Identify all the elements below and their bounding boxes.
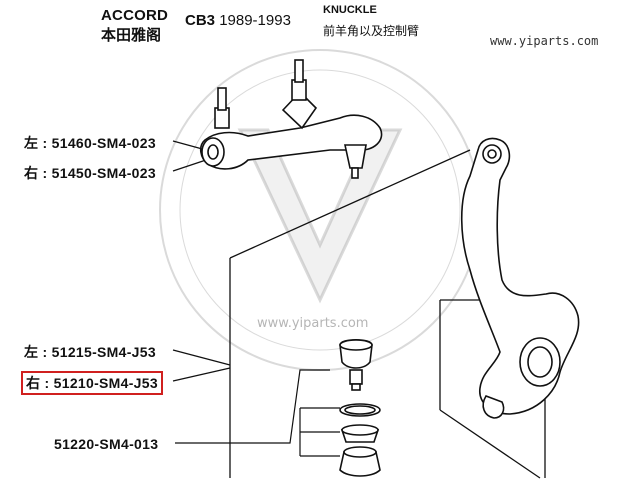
dust-cover [339,446,381,477]
model-name-cn: 本田雅阁 [101,27,162,44]
part-label-ball-joint-left[interactable]: 左 : 51215-SM4-J53 [24,344,156,360]
watermark-text: www.yiparts.com [257,316,369,331]
years: 1989-1993 [219,12,291,29]
boot-seal [340,424,380,443]
part-label-upper-arm-right[interactable]: 右 : 51450-SM4-023 [24,165,156,181]
diagram-title: KNUCKLE [323,4,377,16]
snap-ring [339,403,381,417]
part-label-upper-arm-left[interactable]: 左 : 51460-SM4-023 [24,135,156,151]
steering-knuckle [460,137,580,419]
chassis-code: CB3 [185,12,216,29]
chassis-years: CB3 1989-1993 [185,12,291,29]
upper-control-arm [199,59,383,179]
part-label-ball-joint-kit[interactable]: 51220-SM4-013 [54,436,159,452]
part-label-ball-joint-right-highlighted[interactable]: 右 : 51210-SM4-J53 [21,371,163,395]
diagram-title-cn: 前羊角以及控制臂 [323,24,420,38]
ball-joint [339,338,373,391]
website-link[interactable]: www.yiparts.com [490,34,599,48]
leader-lines [172,140,340,457]
model-name: ACCORD [101,7,169,24]
